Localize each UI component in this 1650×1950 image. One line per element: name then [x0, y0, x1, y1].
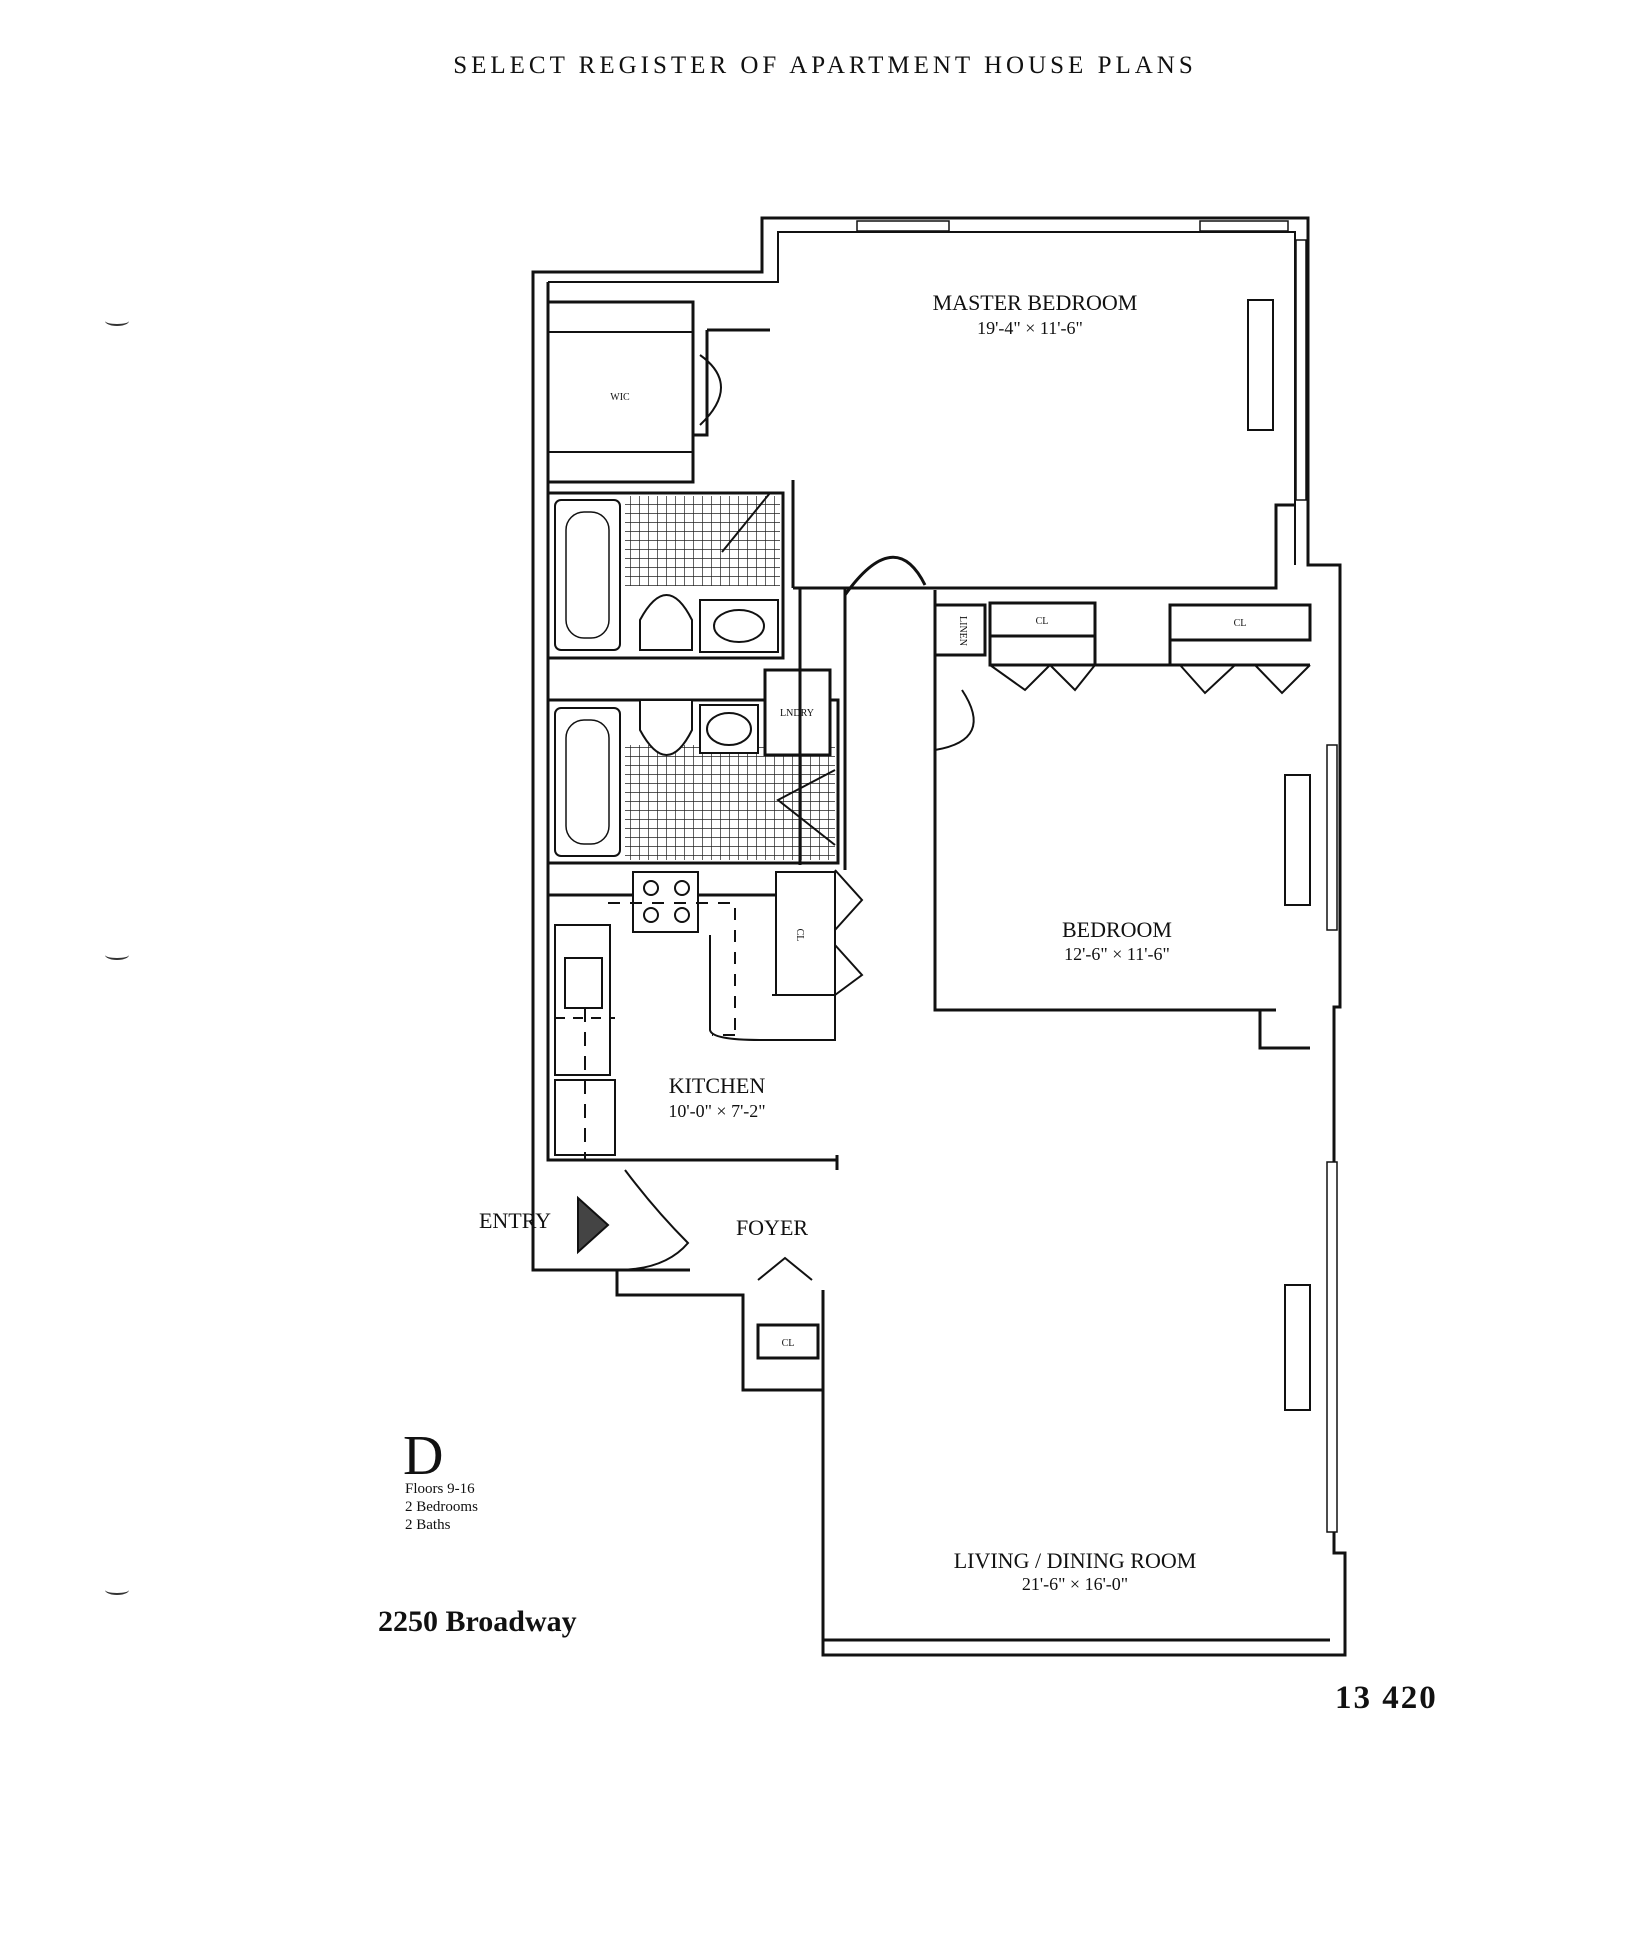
master-bedroom-label: MASTER BEDROOM [933, 290, 1138, 315]
binder-mark [105, 1585, 129, 1595]
unit-letter: D [403, 1425, 444, 1487]
window-sills [1247, 299, 1311, 1411]
master-bedroom-dims: 19'-4" × 11'-6" [977, 318, 1083, 338]
laundry-label: LNDRY [780, 708, 814, 719]
wic-label: WIC [610, 392, 630, 403]
closet-label: CL [1234, 618, 1247, 629]
master-bedroom-walls [693, 328, 1294, 590]
kitchen-dims: 10'-0" × 7'-2" [668, 1101, 765, 1121]
unit-bedrooms: 2 Bedrooms [405, 1499, 478, 1515]
unit-info: Floors 9-16 2 Bedrooms 2 Baths [405, 1480, 478, 1534]
bedroom-dims: 12'-6" × 11'-6" [1064, 944, 1170, 964]
bathroom-1 [546, 491, 785, 660]
entry-label: ENTRY [479, 1208, 551, 1233]
foyer-label: FOYER [736, 1215, 808, 1240]
unit-floors: Floors 9-16 [405, 1481, 475, 1497]
building-address: 2250 Broadway [378, 1605, 577, 1638]
closets [933, 601, 1312, 751]
closet-label: CL [782, 1338, 795, 1349]
exterior-walls [531, 216, 1347, 1657]
closet-label: CL [1036, 616, 1049, 627]
entry-arrow-icon [577, 1195, 610, 1255]
foyer [616, 1169, 825, 1392]
page-numbers: 13 420 [1335, 1680, 1438, 1716]
living-dining-label: LIVING / DINING ROOM [954, 1548, 1197, 1573]
page-header: SELECT REGISTER OF APARTMENT HOUSE PLANS [453, 52, 1197, 79]
living-dining-dims: 21'-6" × 16'-0" [1022, 1574, 1128, 1594]
hall-walls [798, 556, 1310, 1050]
kitchen-label: KITCHEN [669, 1073, 766, 1098]
windows [856, 220, 1338, 1533]
laundry [763, 668, 832, 757]
closet-label: CL [794, 929, 805, 942]
linen-label: LINEN [957, 616, 968, 646]
walk-in-closet [546, 300, 722, 484]
binder-mark [105, 316, 129, 326]
unit-baths: 2 Baths [405, 1517, 451, 1533]
bedroom-label: BEDROOM [1062, 917, 1172, 942]
kitchen [546, 869, 864, 1161]
binder-mark [105, 950, 129, 960]
